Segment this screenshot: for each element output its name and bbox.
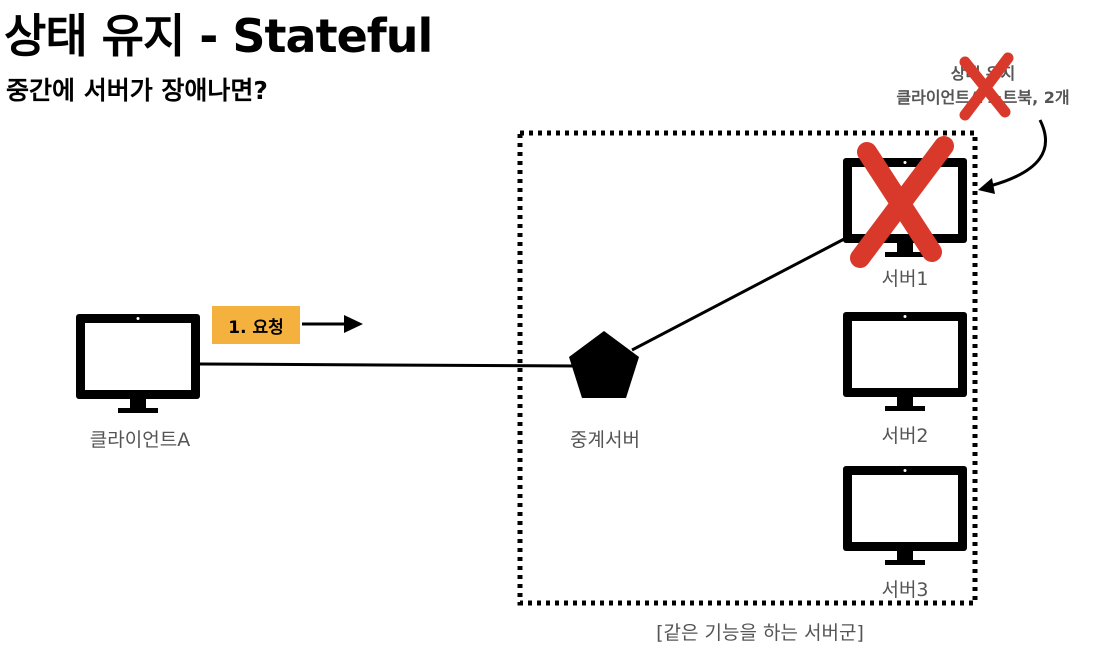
note-to-server1-arrow (978, 119, 1047, 194)
page-subtitle: 중간에 서버가 장애나면? (6, 76, 268, 105)
server3-label: 서버3 (881, 579, 929, 601)
server1-label: 서버1 (881, 268, 929, 290)
relay-server-label: 중계서버 (570, 429, 640, 451)
server1-failure-x-icon (850, 136, 954, 268)
note-failure-x-icon (959, 52, 1014, 121)
relay-server-pentagon-icon (569, 331, 639, 398)
page-title: 상태 유지 - Stateful (4, 9, 433, 63)
relay-server1-connection (631, 235, 849, 352)
server3-monitor-icon (843, 466, 967, 565)
server2-monitor-icon (843, 312, 967, 411)
client-relay-connection (199, 362, 581, 368)
server-group-caption: [같은 기능을 하는 서버군] (656, 622, 864, 644)
request-step-badge: 1. 요청 (212, 306, 300, 344)
server-group-boundary (517, 130, 978, 606)
server2-label: 서버2 (881, 425, 929, 447)
client-label: 클라이언트A (89, 429, 191, 451)
client-monitor-icon (76, 314, 200, 413)
request-arrow (302, 315, 363, 333)
